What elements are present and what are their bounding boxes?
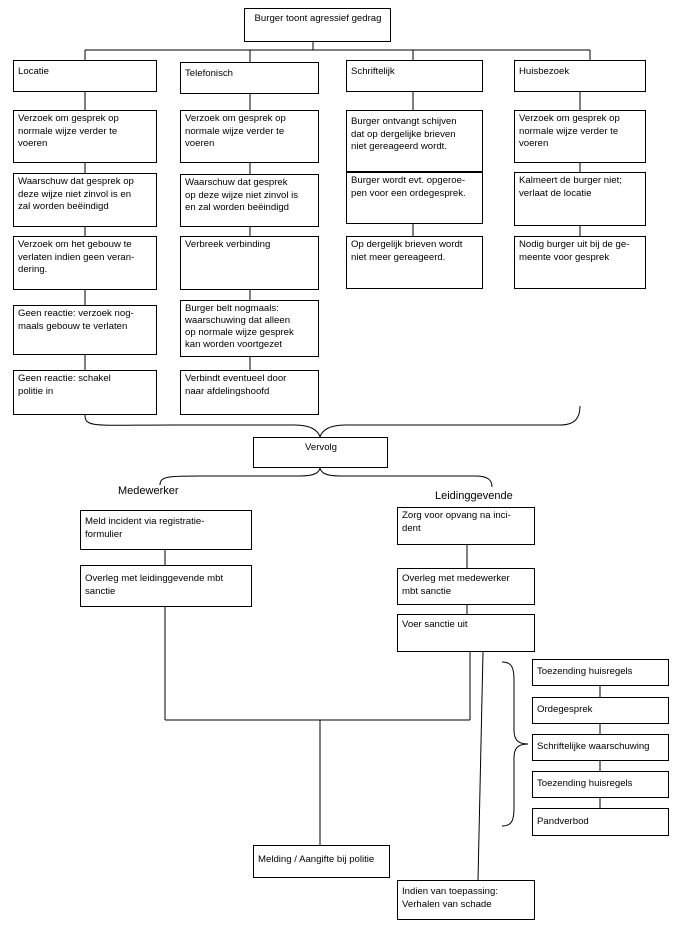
locatie-step-2: Waarschuw dat gesprek op deze wijze niet…: [13, 173, 157, 227]
step-text: Nodig burger uit bij de ge- meente voor …: [519, 239, 630, 263]
step-text: Ordegesprek: [537, 704, 593, 715]
step-text: Verzoek om gesprek op normale wijze verd…: [185, 113, 286, 150]
step-text: Op dergelijk brieven wordt niet meer ger…: [351, 239, 463, 263]
sanctie-4: Toezending huisregels: [532, 771, 669, 798]
locatie-step-4: Geen reactie: verzoek nog- maals gebouw …: [13, 305, 157, 355]
header-schriftelijk-label: Schriftelijk: [351, 66, 395, 77]
step-text: Burger belt nogmaals: waarschuwing dat a…: [185, 303, 294, 350]
sanctie-2: Ordegesprek: [532, 697, 669, 724]
telefonisch-step-2: Waarschuw dat gesprek op deze wijze niet…: [180, 174, 319, 227]
step-text: Burger wordt evt. opgeroe- pen voor een …: [351, 175, 466, 199]
step-text: Waarschuw dat gesprek op deze wijze niet…: [18, 176, 134, 213]
step-text: Waarschuw dat gesprek op deze wijze niet…: [185, 177, 299, 214]
vervolg-box: Vervolg: [253, 437, 388, 468]
header-schriftelijk: Schriftelijk: [346, 60, 483, 92]
locatie-step-5: Geen reactie: schakel politie in: [13, 370, 157, 415]
telefonisch-step-3: Verbreek verbinding: [180, 236, 319, 290]
step-text: Schriftelijke waarschuwing: [537, 741, 650, 752]
leidinggevende-step-2: Overleg met medewerker mbt sanctie: [397, 568, 535, 605]
schriftelijk-step-2: Burger wordt evt. opgeroe- pen voor een …: [346, 172, 483, 224]
header-huisbezoek-label: Huisbezoek: [519, 66, 570, 77]
step-text: Geen reactie: schakel politie in: [18, 373, 111, 397]
root-box: Burger toont agressief gedrag: [244, 8, 391, 42]
step-text: Overleg met leidinggevende mbt sanctie: [85, 573, 224, 597]
leidinggevende-label: Leidinggevende: [435, 490, 513, 502]
locatie-step-3: Verzoek om het gebouw te verlaten indien…: [13, 236, 157, 290]
step-text: Burger ontvangt schijven dat op dergelij…: [351, 116, 457, 153]
step-text: Verzoek om gesprek op normale wijze verd…: [519, 113, 620, 150]
header-locatie: Locatie: [13, 60, 157, 92]
step-text: Verbreek verbinding: [185, 239, 271, 250]
huisbezoek-step-2: Kalmeert de burger niet; verlaat de loca…: [514, 172, 646, 226]
sanctie-5: Pandverbod: [532, 808, 669, 836]
header-telefonisch: Telefonisch: [180, 62, 319, 94]
vervolg-label: Vervolg: [305, 442, 337, 453]
schriftelijk-step-3: Op dergelijk brieven wordt niet meer ger…: [346, 236, 483, 289]
sanctie-3: Schriftelijke waarschuwing: [532, 734, 669, 761]
sanctie-1: Toezending huisregels: [532, 659, 669, 686]
step-text: Pandverbod: [537, 816, 589, 827]
step-text: Toezending huisregels: [537, 778, 633, 789]
step-text: Voer sanctie uit: [402, 619, 468, 630]
root-label: Burger toont agressief gedrag: [254, 13, 382, 24]
step-text: Verzoek om gesprek op normale wijze verd…: [18, 113, 119, 150]
schriftelijk-step-1: Burger ontvangt schijven dat op dergelij…: [346, 110, 483, 172]
medewerker-label: Medewerker: [118, 485, 179, 497]
huisbezoek-step-3: Nodig burger uit bij de ge- meente voor …: [514, 236, 646, 289]
step-text: Toezending huisregels: [537, 666, 633, 677]
step-text: Verbindt eventueel door naar afdelingsho…: [185, 373, 287, 397]
schade-box: Indien van toepassing: Verhalen van scha…: [397, 880, 535, 920]
leidinggevende-step-1: Zorg voor opvang na inci- dent: [397, 507, 535, 545]
step-text: Verzoek om het gebouw te verlaten indien…: [18, 239, 135, 276]
telefonisch-step-1: Verzoek om gesprek op normale wijze verd…: [180, 110, 319, 163]
step-text: Zorg voor opvang na inci- dent: [402, 510, 511, 534]
header-telefonisch-label: Telefonisch: [185, 68, 233, 79]
leidinggevende-step-3: Voer sanctie uit: [397, 614, 535, 652]
header-huisbezoek: Huisbezoek: [514, 60, 646, 92]
telefonisch-step-4: Burger belt nogmaals: waarschuwing dat a…: [180, 300, 319, 357]
melding-label: Melding / Aangifte bij politie: [258, 854, 375, 865]
huisbezoek-step-1: Verzoek om gesprek op normale wijze verd…: [514, 110, 646, 163]
schade-label: Indien van toepassing: Verhalen van scha…: [402, 886, 499, 910]
medewerker-step-1: Meld incident via registratie- formulier: [80, 510, 252, 550]
melding-box: Melding / Aangifte bij politie: [253, 845, 390, 878]
step-text: Meld incident via registratie- formulier: [85, 516, 205, 540]
step-text: Overleg met medewerker mbt sanctie: [402, 573, 510, 597]
locatie-step-1: Verzoek om gesprek op normale wijze verd…: [13, 110, 157, 163]
header-locatie-label: Locatie: [18, 66, 49, 77]
step-text: Geen reactie: verzoek nog- maals gebouw …: [18, 308, 134, 332]
telefonisch-step-5: Verbindt eventueel door naar afdelingsho…: [180, 370, 319, 415]
medewerker-step-2: Overleg met leidinggevende mbt sanctie: [80, 565, 252, 607]
step-text: Kalmeert de burger niet; verlaat de loca…: [519, 175, 622, 199]
